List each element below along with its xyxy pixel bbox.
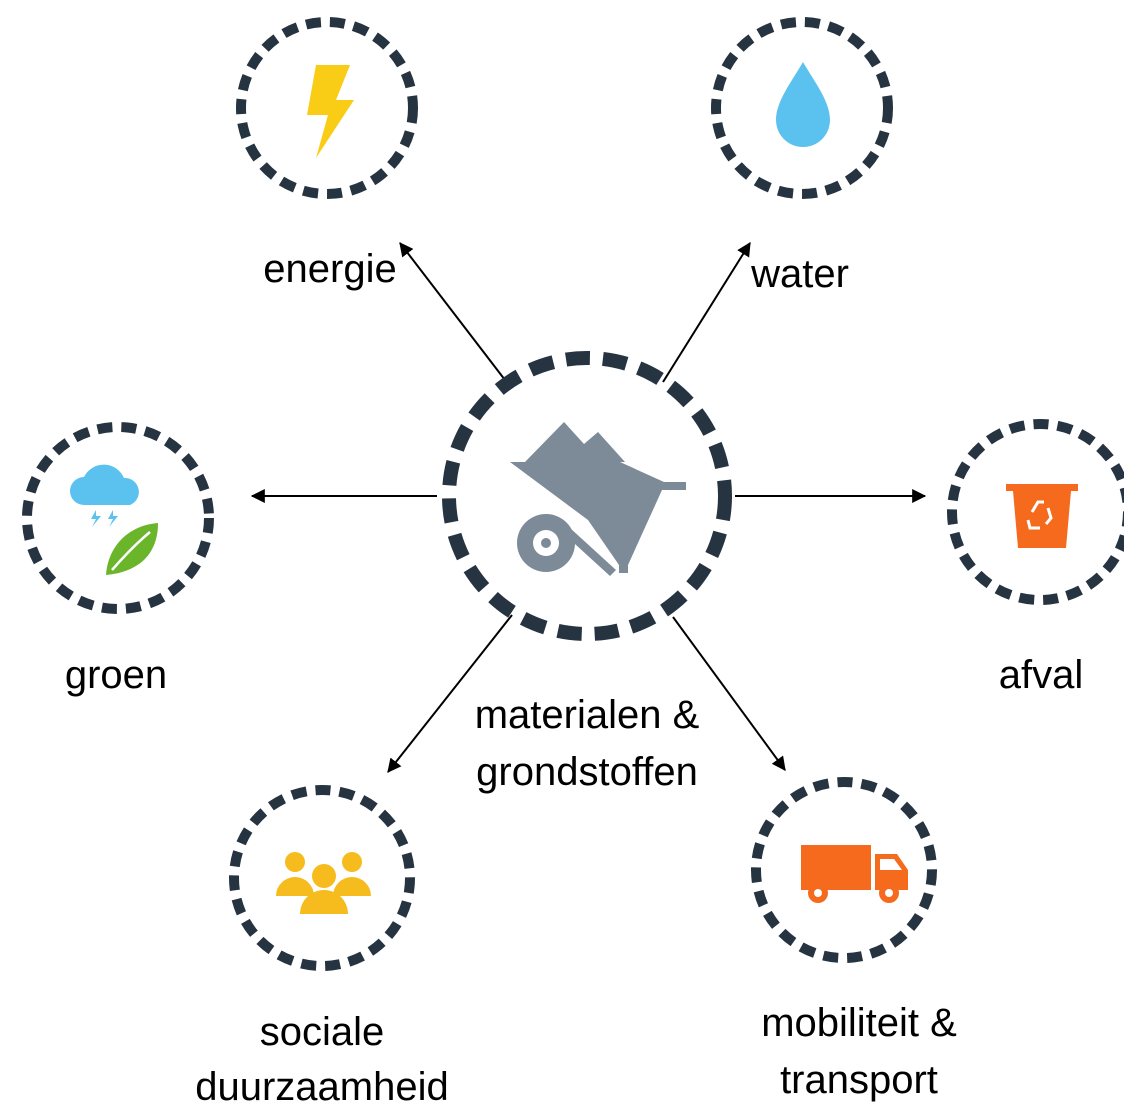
label-mobiliteit-line1: mobiliteit & [761,1001,957,1045]
label-water: water [750,252,849,296]
center-node [442,351,732,641]
ring-mobiliteit [751,777,937,963]
lightning-bolt-icon [307,65,354,158]
wheelbarrow-icon [510,422,686,576]
recycle-bin-icon [1006,484,1078,548]
node-energie [236,17,418,199]
ring-water [711,17,893,199]
cloud-leaf-icon [70,464,158,575]
label-mobiliteit-line2: transport [780,1058,938,1102]
arrow-to-water [662,242,751,383]
connector-arrows [250,242,927,773]
node-groen [22,422,214,614]
node-afval [947,419,1124,605]
arrow-to-energie [399,242,506,381]
center-ring [442,351,732,641]
ring-energie [236,17,418,199]
ring-sociale [229,785,415,971]
label-energie: energie [263,247,396,291]
label-groen: groen [65,653,167,697]
arrow-to-sociale [387,614,513,773]
node-mobiliteit-transport [751,777,937,963]
label-center-line1: materialen & [475,693,700,737]
label-sociale-line2: duurzaamheid [195,1065,449,1108]
truck-icon [801,845,908,903]
node-sociale-duurzaamheid [229,785,415,971]
label-afval: afval [999,653,1084,697]
label-sociale-line1: sociale [260,1010,385,1054]
node-water [711,17,893,199]
ring-afval [947,419,1124,605]
water-drop-icon [776,62,830,147]
ring-groen [22,422,214,614]
people-group-icon [276,852,371,914]
arrow-to-mobiliteit [672,616,786,771]
label-center-line2: grondstoffen [476,750,698,794]
